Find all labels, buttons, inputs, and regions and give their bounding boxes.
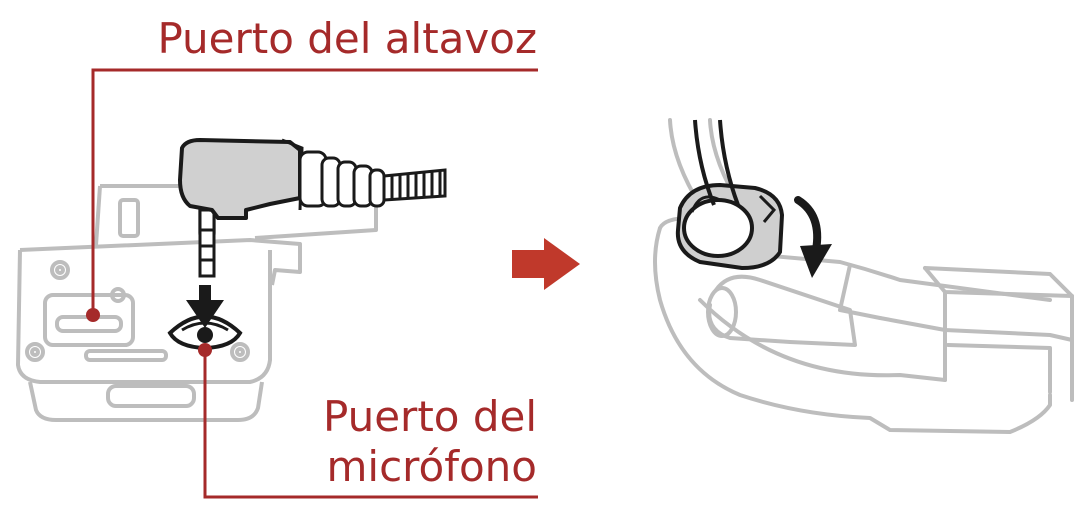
speaker-port-label: Puerto del altavoz [157, 14, 537, 63]
speaker-port-leader [91, 68, 538, 315]
mic-port-leader [203, 350, 538, 499]
rotated-plug-cap [675, 119, 784, 270]
curved-arrow-icon [794, 196, 832, 278]
mic-port-label-line1: Puerto del [323, 392, 537, 441]
speaker-port-dot [86, 308, 100, 322]
down-arrow-icon [186, 285, 224, 328]
mic-port-label-line2: micrófono [326, 442, 537, 491]
mic-port-dot [198, 343, 212, 357]
right-arrow-icon [512, 238, 580, 290]
speaker-plug [178, 138, 447, 278]
installed-unit [653, 118, 1074, 434]
